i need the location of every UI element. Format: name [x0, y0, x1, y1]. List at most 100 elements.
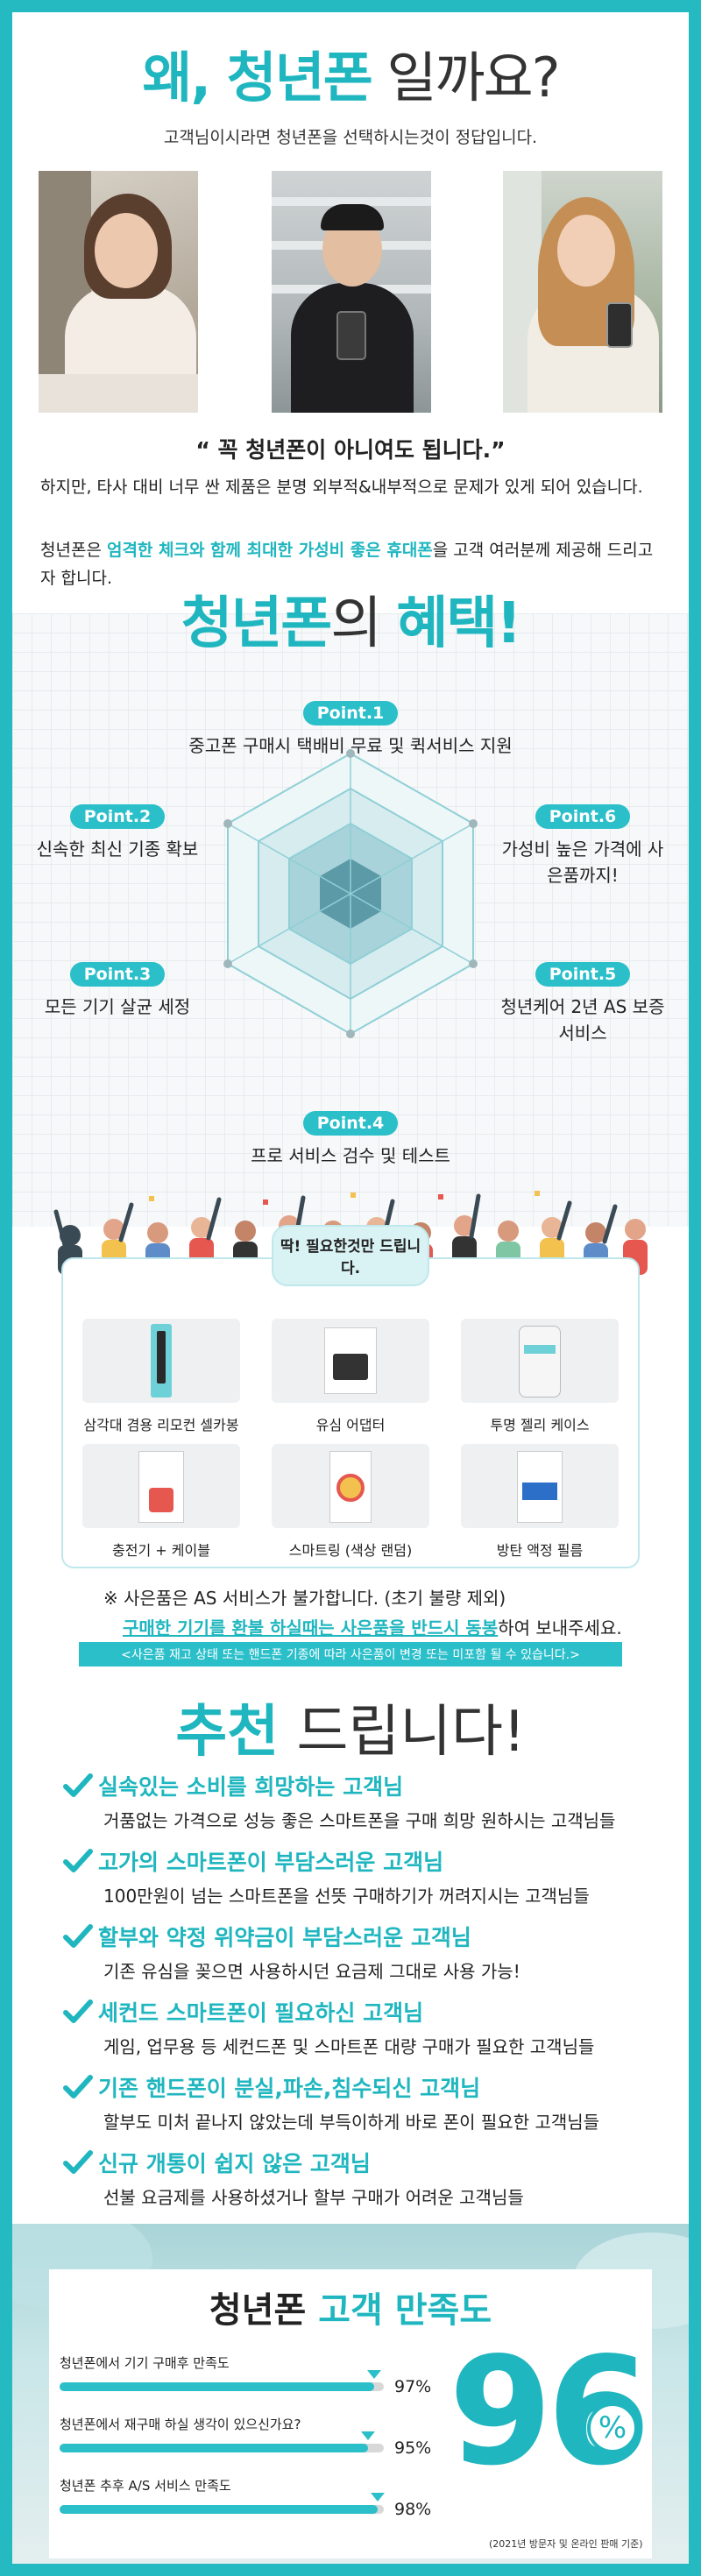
satisfaction-track: 97%: [60, 2370, 431, 2396]
hero-title-rest: 일까요?: [371, 46, 560, 110]
point-badge: Point.2: [69, 804, 166, 829]
satisfaction-bar-3: 청년폰 추후 A/S 서비스 만족도 98%: [60, 2476, 431, 2519]
recommend-item-2: 고가의 스마트폰이 부담스러운 고객님 100만원이 넘는 스마트폰을 선뜻 구…: [63, 1845, 659, 1907]
mission-before: 청년폰은: [40, 541, 107, 560]
gift-item-screen-film: 방탄 액정 필름: [461, 1444, 619, 1560]
recommend-item-title: 고가의 스마트폰이 부담스러운 고객님: [98, 1850, 444, 1875]
satisfaction-fill: [60, 2444, 368, 2452]
point-desc: 모든 기기 살균 세정: [44, 996, 191, 1017]
smart-ring-image: [272, 1444, 429, 1528]
point-badge: Point.5: [535, 962, 631, 987]
benefit-point-6: Point.6 가성비 높은 가격에 사은품까지!: [499, 804, 666, 888]
recommend-item-title: 기존 핸드폰이 분실,파손,침수되신 고객님: [98, 2076, 481, 2101]
quote-text: “ 꼭 청년폰이 아니여도 됩니다.”: [195, 437, 506, 463]
hero-subtitle: 고객님이시라면 청년폰을 선택하시는것이 정답입니다.: [163, 128, 538, 147]
benefit-point-2: Point.2 신속한 최신 기종 확보: [21, 804, 214, 862]
gift-caption: 방탄 액정 필름: [496, 1542, 584, 1559]
staff-photo-3: [503, 171, 662, 413]
hero-title-emph: 왜, 청년폰: [142, 46, 372, 110]
overall-percent-sign: %: [587, 2403, 638, 2453]
gift-tag: 딱! 필요한것만 드립니다.: [272, 1225, 429, 1286]
jelly-case-image: [461, 1319, 619, 1403]
recommend-item-title: 세컨드 스마트폰이 필요하신 고객님: [98, 2000, 424, 2026]
gift-note-stock: <사은품 재고 상태 또는 핸드폰 기종에 따라 사은품이 변경 또는 미포함 …: [79, 1642, 622, 1667]
recommend-item-desc: 100만원이 넘는 스마트폰을 선뜻 구매하기가 꺼려지시는 고객님들: [103, 1886, 590, 1907]
mission-paragraph: 청년폰은 엄격한 체크와 함께 최대한 가성비 좋은 휴대폰을 고객 여러분께 …: [40, 536, 664, 592]
benefit-point-1: Point.1 중고폰 구매시 택배비 무료 및 퀵서비스 지원: [175, 701, 526, 759]
recommend-item-3: 할부와 약정 위약금이 부담스러운 고객님 기존 유심을 꽂으면 사용하시던 요…: [63, 1921, 659, 1983]
point-desc: 중고폰 구매시 택배비 무료 및 퀵서비스 지원: [188, 735, 513, 756]
selfie-stick-image: [82, 1319, 240, 1403]
screen-film-image: [461, 1444, 619, 1528]
gift-caption: 스마트링 (색상 랜덤): [288, 1542, 413, 1559]
gift-caption: 유심 어댑터: [315, 1417, 386, 1433]
gift-caption: 충전기 + 케이블: [112, 1542, 210, 1559]
gift-note-refund: 구매한 기기를 환불 하실때는 사은품을 반드시 동봉하여 보내주세요.: [123, 1614, 622, 1639]
satisfaction-fill: [60, 2382, 374, 2391]
satisfaction-question: 청년폰에서 재구매 하실 생각이 있으신가요?: [60, 2417, 301, 2432]
mission-emph: 엄격한 체크와 함께 최대한 가성비 좋은 휴대폰: [106, 541, 433, 560]
gift-note-as: ※ 사은품은 AS 서비스가 불가합니다. (초기 불량 제외): [103, 1588, 506, 1609]
hero-section: 왜, 청년폰 일까요? 고객님이시라면 청년폰을 선택하시는것이 정답입니다. …: [0, 0, 701, 613]
satisfaction-track: 95%: [60, 2431, 431, 2458]
gift-caption: 투명 젤리 케이스: [490, 1417, 590, 1433]
gift-note-refund-rest: 하여 보내주세요.: [498, 1617, 622, 1638]
point-desc: 프로 서비스 검수 및 테스트: [251, 1145, 450, 1166]
point-desc: 가성비 높은 가격에 사은품까지!: [501, 839, 664, 886]
gift-item-usim-adapter: 유심 어댑터: [272, 1319, 429, 1434]
point-badge: Point.3: [69, 962, 166, 987]
satisfaction-marker-icon: [370, 2493, 385, 2502]
satisfaction-title-rest: 고객 만족도: [306, 2290, 492, 2331]
point-desc: 청년케어 2년 AS 보증 서비스: [500, 996, 665, 1044]
hero-title: 왜, 청년폰 일까요?: [0, 33, 701, 112]
satisfaction-title: 청년폰 고객 만족도: [49, 2282, 652, 2332]
recommend-title-rest: 드립니다!: [279, 1700, 526, 1765]
satisfaction-marker-icon: [366, 2370, 381, 2379]
recommend-item-title: 할부와 약정 위약금이 부담스러운 고객님: [98, 1925, 471, 1950]
gift-item-jelly-case: 투명 젤리 케이스: [461, 1319, 619, 1434]
recommend-item-desc: 기존 유심을 꽂으면 사용하시던 요금제 그대로 사용 가능!: [103, 1961, 520, 1982]
gift-note-refund-emph: 구매한 기기를 환불 하실때는 사은품을 반드시 동봉: [123, 1617, 499, 1638]
staff-photo-2: [272, 171, 431, 413]
point-badge: Point.6: [535, 804, 631, 829]
satisfaction-title-brand: 청년폰: [209, 2290, 307, 2331]
satisfaction-bar-1: 청년폰에서 기기 구매후 만족도 97%: [60, 2353, 431, 2396]
recommend-item-desc: 거품없는 가격으로 성능 좋은 스마트폰을 구매 희망 원하시는 고객님들: [103, 1810, 616, 1831]
check-icon: [63, 2075, 93, 2098]
satisfaction-fill: [60, 2505, 378, 2514]
recommend-item-desc: 선불 요금제를 사용하셨거나 할부 구매가 어려운 고객님들: [103, 2187, 524, 2208]
gift-item-selfie-stick: 삼각대 겸용 리모컨 셀카봉: [82, 1319, 240, 1434]
mission-after: 을 고객 여러분께 제공해 드리고자 합니다.: [40, 541, 654, 588]
check-icon: [63, 1999, 93, 2023]
benefits-radar-chart: [223, 749, 478, 1038]
benefits-title-emph: 혜택!: [396, 591, 521, 656]
recommend-item-desc: 게임, 업무용 등 세컨드폰 및 스마트폰 대량 구매가 필요한 고객님들: [103, 2036, 595, 2057]
satisfaction-question: 청년폰에서 기기 구매후 만족도: [60, 2355, 230, 2371]
recommend-title: 추천 드립니다!: [0, 1687, 701, 1767]
satisfaction-percent: 95%: [394, 2438, 432, 2458]
satisfaction-question: 청년폰 추후 A/S 서비스 만족도: [60, 2478, 231, 2494]
point-desc: 신속한 최신 기종 확보: [36, 839, 199, 860]
benefit-point-3: Point.3 모든 기기 살균 세정: [21, 962, 214, 1020]
check-icon: [63, 2150, 93, 2174]
recommend-item-title: 실속있는 소비를 희망하는 고객님: [98, 1774, 404, 1800]
point-badge: Point.1: [302, 701, 399, 725]
recommend-item-5: 기존 핸드폰이 분실,파손,침수되신 고객님 할부도 미처 끝나지 않았는데 부…: [63, 2071, 659, 2134]
satisfaction-bar-2: 청년폰에서 재구매 하실 생각이 있으신가요? 95%: [60, 2415, 431, 2458]
check-icon: [63, 1849, 93, 1872]
benefits-title: 청년폰의 혜택!: [0, 578, 701, 659]
usim-adapter-image: [272, 1319, 429, 1403]
benefit-point-5: Point.5 청년케어 2년 AS 보증 서비스: [499, 962, 666, 1046]
point-badge: Point.4: [302, 1111, 399, 1136]
satisfaction-percent: 98%: [394, 2500, 432, 2519]
gift-caption: 삼각대 겸용 리모컨 셀카봉: [83, 1417, 239, 1433]
recommend-item-desc: 할부도 미처 끝나지 않았는데 부득이하게 바로 폰이 필요한 고객님들: [103, 2112, 600, 2133]
intro-paragraph: 하지만, 타사 대비 너무 싼 제품은 분명 외부적&내부적으로 문제가 있게 …: [40, 478, 643, 497]
satisfaction-track: 98%: [60, 2493, 431, 2519]
recommend-item-title: 신규 개통이 쉽지 않은 고객님: [98, 2151, 371, 2176]
satisfaction-percent: 97%: [394, 2377, 432, 2396]
charger-image: [82, 1444, 240, 1528]
gift-item-charger: 충전기 + 케이블: [82, 1444, 240, 1560]
check-icon: [63, 1773, 93, 1797]
benefit-point-4: Point.4 프로 서비스 검수 및 테스트: [175, 1111, 526, 1169]
